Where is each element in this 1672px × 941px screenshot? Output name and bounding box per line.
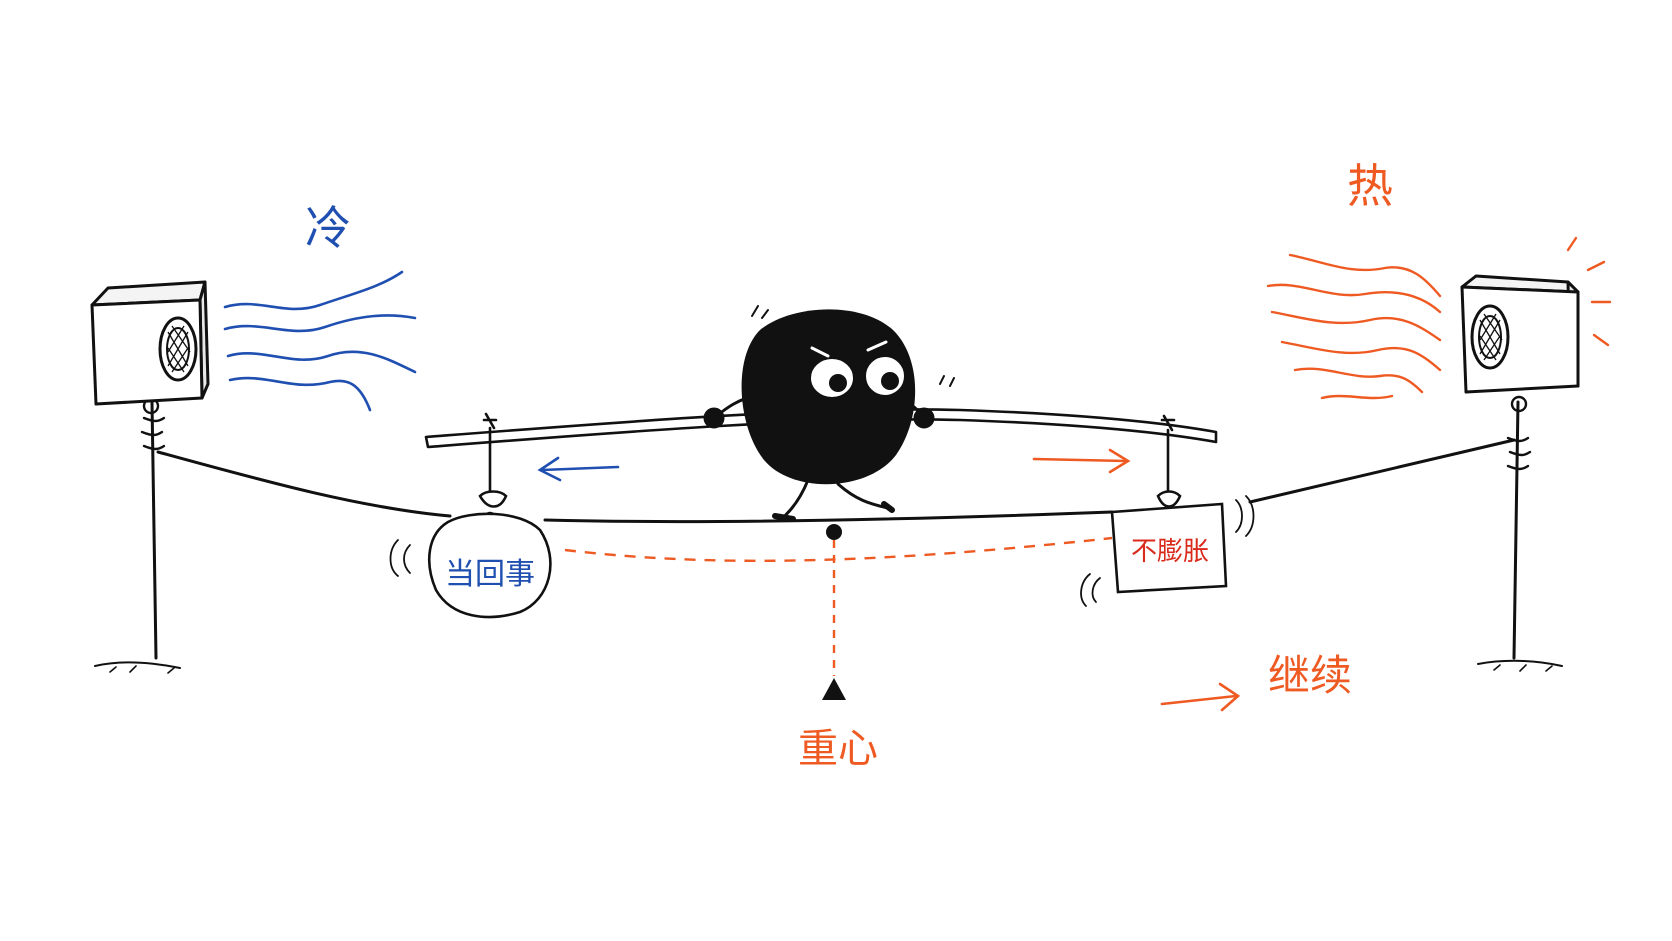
left-speaker-icon <box>90 280 210 406</box>
right-arrow-icon <box>1032 448 1131 474</box>
left-post <box>94 397 181 674</box>
speaker-vibration-marks <box>1566 236 1612 347</box>
character-worry-marks <box>751 305 955 387</box>
right-weight-sign <box>1080 414 1255 607</box>
continue-label: 继续 <box>1268 651 1352 700</box>
left-arrow-icon <box>537 456 620 482</box>
center-of-gravity-label: 重心 <box>798 726 878 772</box>
character-arms-and-legs <box>703 393 935 522</box>
cold-wind-waves <box>223 270 417 412</box>
right-post <box>1477 395 1563 672</box>
tightrope-middle <box>543 510 1114 524</box>
balance-dashed-curve <box>564 536 1113 562</box>
tightrope <box>156 450 452 518</box>
center-of-gravity-marker <box>822 524 846 700</box>
character-ball <box>741 309 916 485</box>
cold-label: 冷 <box>305 201 351 255</box>
right-speaker-icon <box>1460 274 1580 394</box>
hot-label: 热 <box>1347 159 1393 213</box>
right-weight-label: 不膨胀 <box>1131 537 1209 567</box>
hot-wind-waves <box>1266 253 1442 400</box>
continue-arrow-icon <box>1160 682 1241 712</box>
left-weight-bag <box>389 412 552 619</box>
left-weight-label: 当回事 <box>445 557 535 592</box>
tightrope-right <box>1248 438 1516 504</box>
